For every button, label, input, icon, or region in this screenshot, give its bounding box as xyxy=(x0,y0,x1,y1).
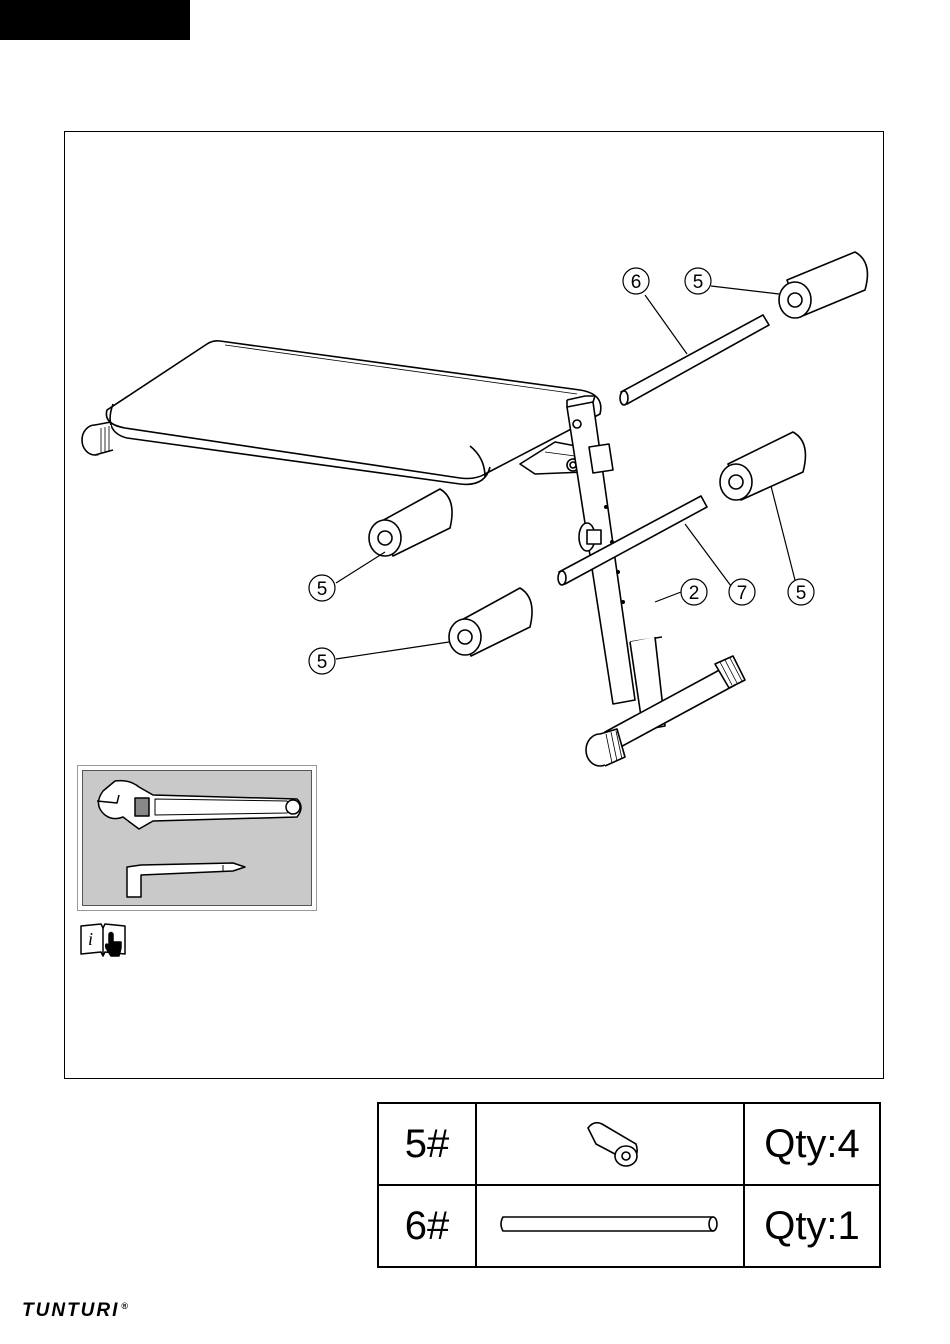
assembly-drawing: 6 5 5 5 2 7 5 xyxy=(65,132,885,1080)
brand-logo: TUNTURI® xyxy=(22,1300,128,1322)
pad-foot-cap xyxy=(82,422,113,455)
part-number-cell: 5# xyxy=(378,1103,476,1185)
svg-text:5: 5 xyxy=(317,579,328,600)
parts-table: 5# Qty:4 6# Qty:1 xyxy=(377,1102,881,1268)
foam-roller-icon xyxy=(570,1114,650,1170)
registered-mark: ® xyxy=(121,1301,128,1311)
svg-text:5: 5 xyxy=(796,583,807,604)
callout-6-top: 6 xyxy=(623,268,649,294)
adjustable-wrench-icon xyxy=(97,781,301,829)
svg-text:2: 2 xyxy=(689,583,700,604)
callout-5-left-lower: 5 xyxy=(309,648,335,674)
quantity-cell: Qty:1 xyxy=(744,1185,880,1267)
quantity-cell: Qty:4 xyxy=(744,1103,880,1185)
part-image-cell xyxy=(476,1185,744,1267)
brand-name: TUNTURI xyxy=(22,1300,119,1321)
part-number-cell: 6# xyxy=(378,1185,476,1267)
assembly-figure: 6 5 5 5 2 7 5 xyxy=(64,131,884,1079)
svg-text:5: 5 xyxy=(693,272,704,293)
callout-5-left-upper: 5 xyxy=(309,575,335,601)
part-image-cell xyxy=(476,1103,744,1185)
callout-7: 7 xyxy=(729,579,755,605)
foam-roller-left-upper xyxy=(369,489,452,556)
table-row: 5# Qty:4 xyxy=(378,1103,880,1185)
tools-drawing xyxy=(83,771,313,907)
svg-text:7: 7 xyxy=(737,583,748,604)
svg-text:5: 5 xyxy=(317,652,328,673)
svg-text:i: i xyxy=(88,929,93,949)
tube-bar-icon xyxy=(495,1212,725,1236)
hex-key-screwdriver-icon xyxy=(127,863,245,897)
table-row: 6# Qty:1 xyxy=(378,1185,880,1267)
foot-cap-front xyxy=(586,729,625,766)
foam-roller-left-lower xyxy=(449,588,532,656)
foam-roller-right xyxy=(720,432,805,500)
callout-5-right: 5 xyxy=(788,579,814,605)
callout-5-top: 5 xyxy=(685,268,711,294)
tools-panel-inner xyxy=(82,770,312,906)
tools-panel xyxy=(77,765,317,911)
tube-part-6 xyxy=(620,315,769,405)
foam-roller-top-right xyxy=(779,252,867,318)
header-black-tab xyxy=(0,0,190,40)
manual-info-icon: i xyxy=(79,920,129,960)
callout-2: 2 xyxy=(681,579,707,605)
svg-text:6: 6 xyxy=(631,272,642,293)
